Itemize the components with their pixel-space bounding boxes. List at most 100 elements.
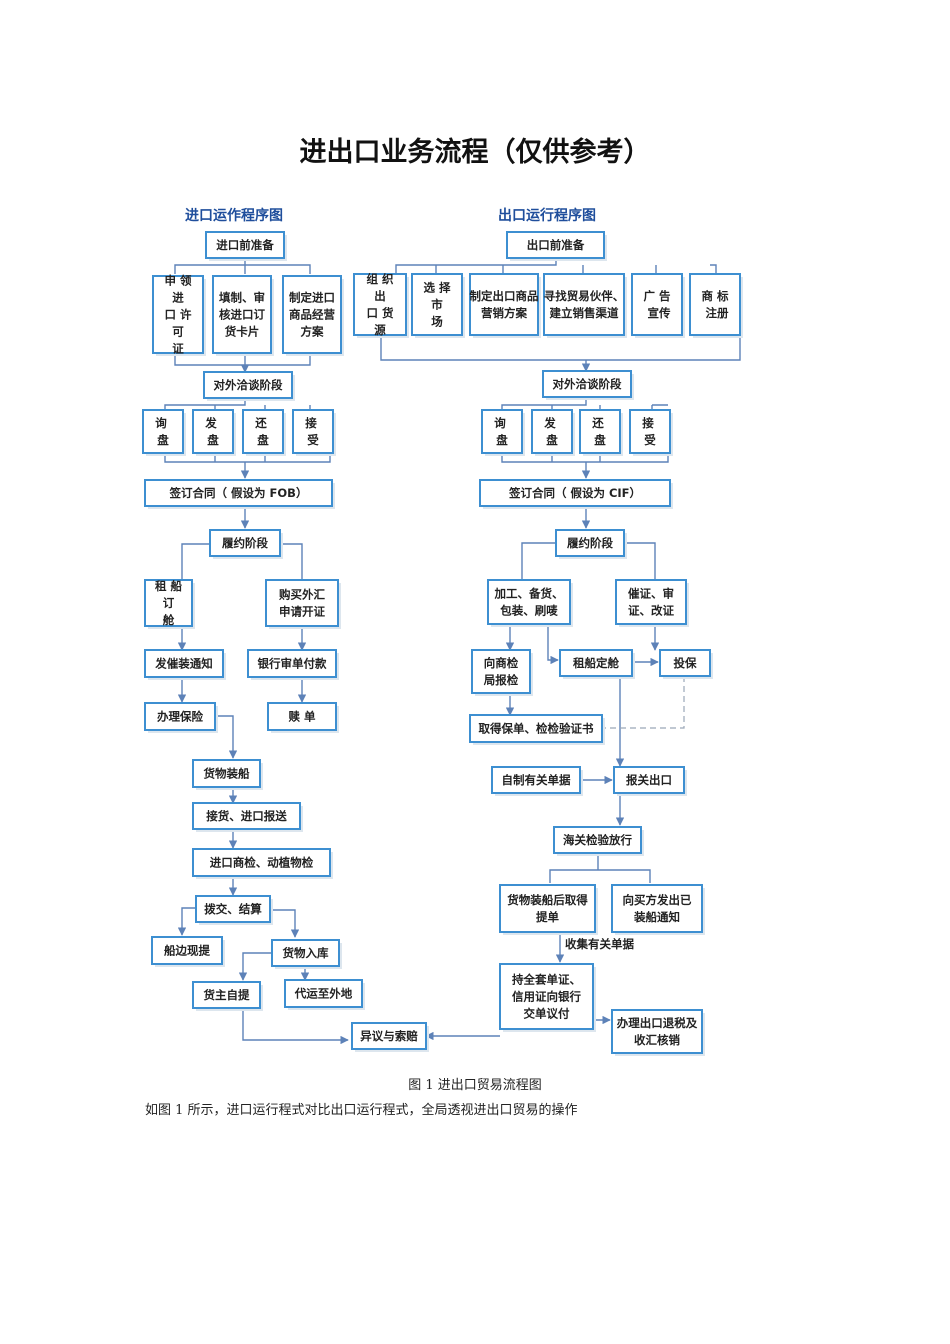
export-marketing-plan-box-frame bbox=[469, 273, 539, 336]
export-negotiation-box: 对外洽谈阶段 bbox=[542, 370, 634, 400]
export-advertising-box-label: 广 告 宣传 bbox=[643, 289, 671, 320]
import-loading-box: 货物装船 bbox=[192, 759, 263, 790]
export-market-box-label: 选 择 市 场 bbox=[423, 281, 451, 329]
export-sourcing-box: 组 织 出 口 货源 bbox=[353, 272, 409, 338]
import-acceptance-box: 接 受 bbox=[292, 409, 336, 456]
export-counter-offer-box-label: 还 盘 bbox=[591, 416, 608, 447]
figure-caption: 图 1 进出口贸易流程图 bbox=[408, 1078, 542, 1093]
import-offer-box-frame bbox=[192, 409, 234, 454]
import-receive-box: 接货、进口报送 bbox=[192, 802, 303, 832]
import-charter-box-frame bbox=[144, 579, 193, 627]
import-order-card-box-frame bbox=[212, 275, 272, 354]
import-warehouse-box-frame bbox=[271, 939, 340, 967]
export-release-box: 海关检验放行 bbox=[553, 826, 644, 856]
import-license-box-label: 申 领 进 口 许 可 证 bbox=[164, 274, 192, 356]
export-partner-box-label: 寻找贸易伙伴、建立销售渠道 bbox=[544, 289, 625, 320]
export-tax-refund-box: 办理出口退税及收汇核销 bbox=[611, 1009, 705, 1056]
import-receive-box-label: 接货、进口报送 bbox=[206, 809, 287, 823]
export-tax-refund-box-frame bbox=[611, 1009, 703, 1054]
export-inspection-box: 向商检局报检 bbox=[471, 649, 533, 696]
import-loading-box-frame bbox=[192, 759, 261, 788]
export-insurance-box-label: 投保 bbox=[674, 656, 697, 670]
import-plan-box: 制定进口商品经营方案 bbox=[282, 275, 344, 356]
import-forward-box-frame bbox=[284, 979, 363, 1008]
export-negotiation-bank-box-frame bbox=[499, 963, 594, 1030]
claims-box-frame bbox=[351, 1022, 427, 1050]
export-counter-offer-box: 还 盘 bbox=[579, 409, 623, 456]
import-shipside-box-label: 船边现提 bbox=[164, 944, 210, 958]
import-prep-box: 进口前准备 bbox=[205, 231, 287, 261]
import-bank-review-box-frame bbox=[247, 649, 337, 678]
import-counter-offer-box-label: 还 盘 bbox=[254, 416, 271, 447]
import-prep-box-frame bbox=[205, 231, 285, 259]
export-offer-box-frame bbox=[531, 409, 573, 454]
import-inquiry-box-frame bbox=[142, 409, 184, 454]
import-contract-box: 签订合同（ 假设为 FOB） bbox=[144, 479, 335, 509]
import-offer-box: 发 盘 bbox=[192, 409, 236, 456]
export-release-box-label: 海关检验放行 bbox=[563, 833, 632, 847]
export-policy-box-frame bbox=[469, 714, 603, 743]
import-connectors bbox=[164, 258, 349, 1045]
import-order-card-box: 填制、审核进口订货卡片 bbox=[212, 275, 274, 356]
export-partner-box-frame bbox=[543, 273, 625, 336]
export-partner-box: 寻找贸易伙伴、建立销售渠道 bbox=[543, 273, 627, 338]
import-loading-box-label: 货物装船 bbox=[203, 767, 250, 781]
export-contract-box-frame bbox=[479, 479, 671, 507]
import-receive-box-frame bbox=[192, 802, 301, 830]
import-urge-shipment-box-label: 发催装通知 bbox=[154, 657, 213, 671]
page-title: 进出口业务流程（仅供参考） bbox=[299, 137, 651, 168]
export-trademark-box-frame bbox=[689, 273, 741, 336]
export-notice-box-label: 向买方发出已装船通知 bbox=[623, 893, 692, 924]
export-tax-refund-box-label: 办理出口退税及收汇核销 bbox=[617, 1016, 698, 1047]
export-negotiation-bank-box-label: 持全套单证、信用证向银行交单议付 bbox=[512, 973, 581, 1021]
export-booking-box-label: 租船定舱 bbox=[573, 656, 619, 670]
import-settlement-box-frame bbox=[195, 895, 271, 923]
import-settlement-box: 拨交、结算 bbox=[195, 895, 273, 925]
claims-box: 异议与索赔 bbox=[351, 1022, 429, 1052]
export-bl-box: 货物装船后取得提单 bbox=[499, 884, 598, 935]
import-performance-box: 履约阶段 bbox=[209, 529, 283, 559]
import-charter-box-label: 租 船 订 舱 bbox=[155, 579, 183, 627]
export-connectors bbox=[380, 258, 741, 1041]
import-inquiry-box: 询 盘 bbox=[142, 409, 186, 456]
export-sourcing-box-frame bbox=[353, 273, 407, 336]
export-contract-box-label: 签订合同（ 假设为 CIF） bbox=[508, 486, 641, 500]
import-urge-shipment-box-frame bbox=[144, 649, 224, 678]
export-self-docs-box: 自制有关单据 bbox=[491, 766, 583, 796]
export-heading: 出口运行程序图 bbox=[498, 207, 596, 224]
export-negotiation-bank-box: 持全套单证、信用证向银行交单议付 bbox=[499, 963, 596, 1032]
export-booking-box-frame bbox=[559, 649, 633, 677]
import-acceptance-box-frame bbox=[292, 409, 334, 454]
export-processing-box-label: 加工、备货、包装、刷唛 bbox=[494, 587, 564, 618]
import-urge-shipment-box: 发催装通知 bbox=[144, 649, 226, 680]
export-prep-box-frame bbox=[506, 231, 605, 259]
export-lc-box-frame bbox=[615, 579, 687, 625]
import-self-pickup-box-label: 货主自提 bbox=[203, 988, 250, 1002]
export-customs-box: 报关出口 bbox=[613, 766, 687, 796]
import-counter-offer-box-frame bbox=[242, 409, 284, 454]
import-heading: 进口运作程序图 bbox=[185, 207, 283, 224]
import-forward-box: 代运至外地 bbox=[284, 979, 365, 1010]
import-order-card-box-label: 填制、审核进口订货卡片 bbox=[219, 291, 265, 339]
import-inspection-box-label: 进口商检、动植物检 bbox=[210, 856, 314, 870]
import-forex-box-frame bbox=[265, 579, 339, 627]
export-insurance-box-frame bbox=[659, 649, 711, 677]
import-inspection-box-frame bbox=[192, 848, 331, 877]
export-insurance-box: 投保 bbox=[659, 649, 713, 679]
import-self-pickup-box-frame bbox=[192, 981, 261, 1009]
export-self-docs-box-frame bbox=[491, 766, 581, 794]
import-insurance-box-frame bbox=[144, 702, 216, 731]
import-warehouse-box-label: 货物入库 bbox=[282, 946, 329, 960]
import-self-pickup-box: 货主自提 bbox=[192, 981, 263, 1011]
import-forward-box-label: 代运至外地 bbox=[294, 987, 353, 1001]
import-insurance-box: 办理保险 bbox=[144, 702, 218, 733]
import-bank-review-box: 银行审单付款 bbox=[247, 649, 339, 680]
export-lc-box: 催证、审证、改证 bbox=[615, 579, 689, 627]
import-license-box: 申 领 进 口 许 可 证 bbox=[152, 274, 206, 356]
import-negotiation-box-label: 对外洽谈阶段 bbox=[214, 378, 283, 392]
export-inspection-box-label: 向商检局报检 bbox=[483, 656, 519, 687]
export-negotiation-box-label: 对外洽谈阶段 bbox=[553, 377, 622, 391]
export-contract-box: 签订合同（ 假设为 CIF） bbox=[479, 479, 673, 509]
import-charter-box: 租 船 订 舱 bbox=[144, 579, 195, 629]
